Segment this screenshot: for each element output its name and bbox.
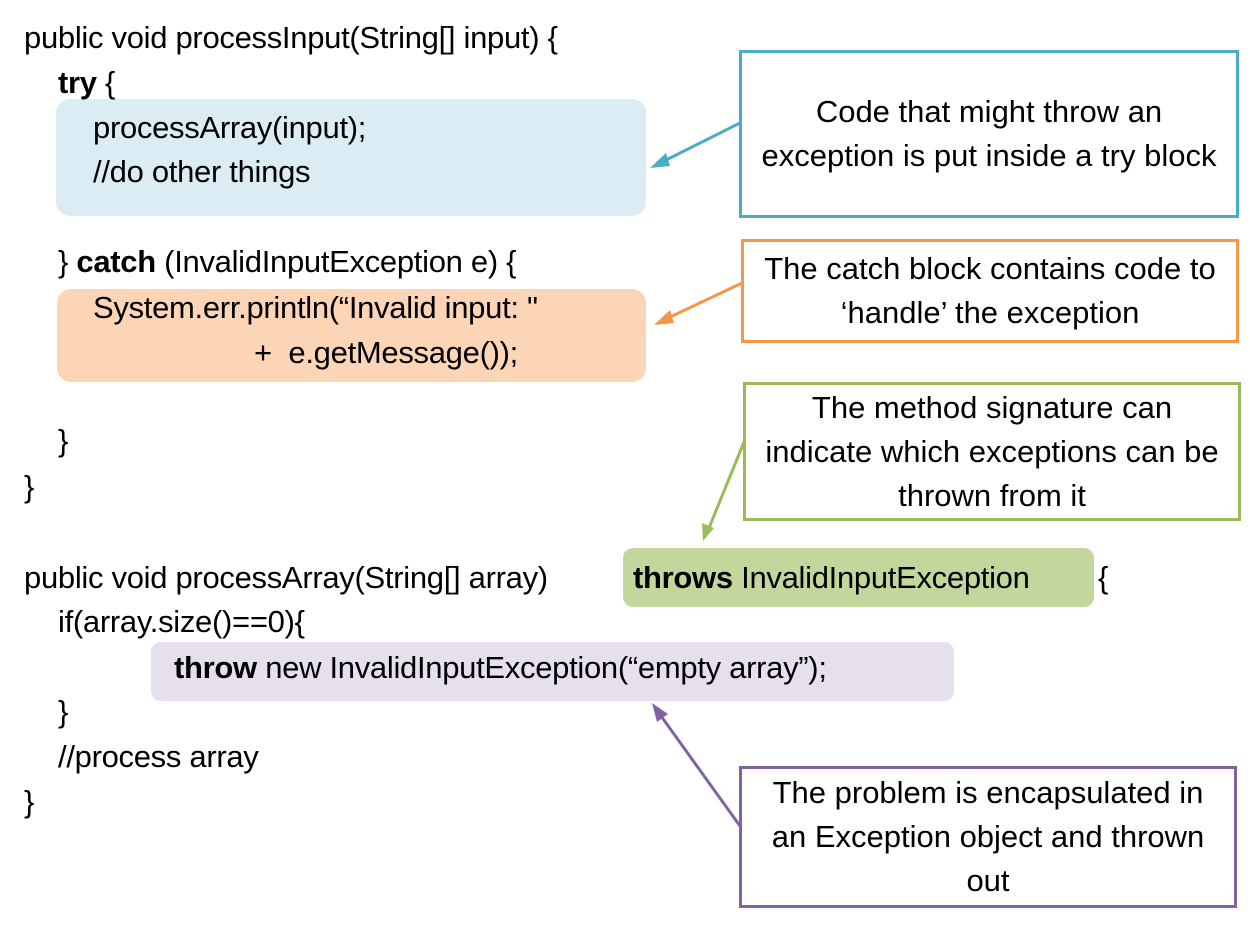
catch-arrow <box>654 281 743 325</box>
catch-brace-pre: } <box>58 244 77 279</box>
throws-callout: The method signature can indicate which … <box>743 382 1241 521</box>
code-line-get-message: + e.getMessage()); <box>254 335 518 370</box>
catch-callout: The catch block contains code to ‘handle… <box>741 239 1239 343</box>
throws-keyword: throws <box>633 560 733 595</box>
throw-callout-text: The problem is encapsulated in an Except… <box>771 775 1205 898</box>
catch-keyword: catch <box>76 244 156 279</box>
code-line-comment-process-array: //process array <box>58 739 259 774</box>
throw-statement-highlight <box>151 642 954 701</box>
code-line-println: System.err.println(“Invalid input: " <box>93 290 538 325</box>
code-line-process-array-call: processArray(input); <box>93 110 367 145</box>
throw-arrow <box>652 703 742 827</box>
try-arrow <box>650 121 741 168</box>
code-line-if-condition: if(array.size()==0){ <box>58 604 305 639</box>
catch-block-highlight <box>57 289 646 382</box>
try-callout: Code that might throw an exception is pu… <box>739 50 1239 218</box>
try-callout-text: Code that might throw an exception is pu… <box>761 94 1217 173</box>
throws-arrow <box>702 441 746 541</box>
throw-keyword: throw <box>174 650 257 685</box>
throws-callout-text: The method signature can indicate which … <box>765 389 1219 513</box>
code-line-close-method-2: } <box>24 784 35 819</box>
try-brace: { <box>96 65 116 100</box>
code-line-catch: } catch (InvalidInputException e) { <box>58 242 517 282</box>
throws-exception-type: InvalidInputException <box>732 560 1030 595</box>
code-line-process-input-signature: public void processInput(String[] input)… <box>24 20 558 55</box>
throw-callout: The problem is encapsulated in an Except… <box>739 766 1237 908</box>
code-line-close-if: } <box>58 694 69 729</box>
catch-callout-text: The catch block contains code to ‘handle… <box>764 251 1216 330</box>
code-line-close-method-1: } <box>24 469 35 504</box>
try-keyword: try <box>58 65 97 100</box>
code-line-comment-other-things: //do other things <box>93 154 311 189</box>
code-line-close-catch: } <box>58 423 69 458</box>
catch-params: (InvalidInputException e) { <box>155 244 517 279</box>
code-line-throws-clause: throws InvalidInputException <box>633 558 1030 598</box>
try-block-highlight <box>56 99 646 216</box>
code-line-process-array-signature: public void processArray(String[] array) <box>24 560 548 595</box>
code-line-try: try { <box>58 63 115 103</box>
code-line-signature-brace: { <box>1098 560 1109 595</box>
throws-clause-highlight <box>623 548 1094 607</box>
throw-expression: new InvalidInputException(“empty array”)… <box>256 650 827 685</box>
code-line-throw-statement: throw new InvalidInputException(“empty a… <box>174 648 827 688</box>
